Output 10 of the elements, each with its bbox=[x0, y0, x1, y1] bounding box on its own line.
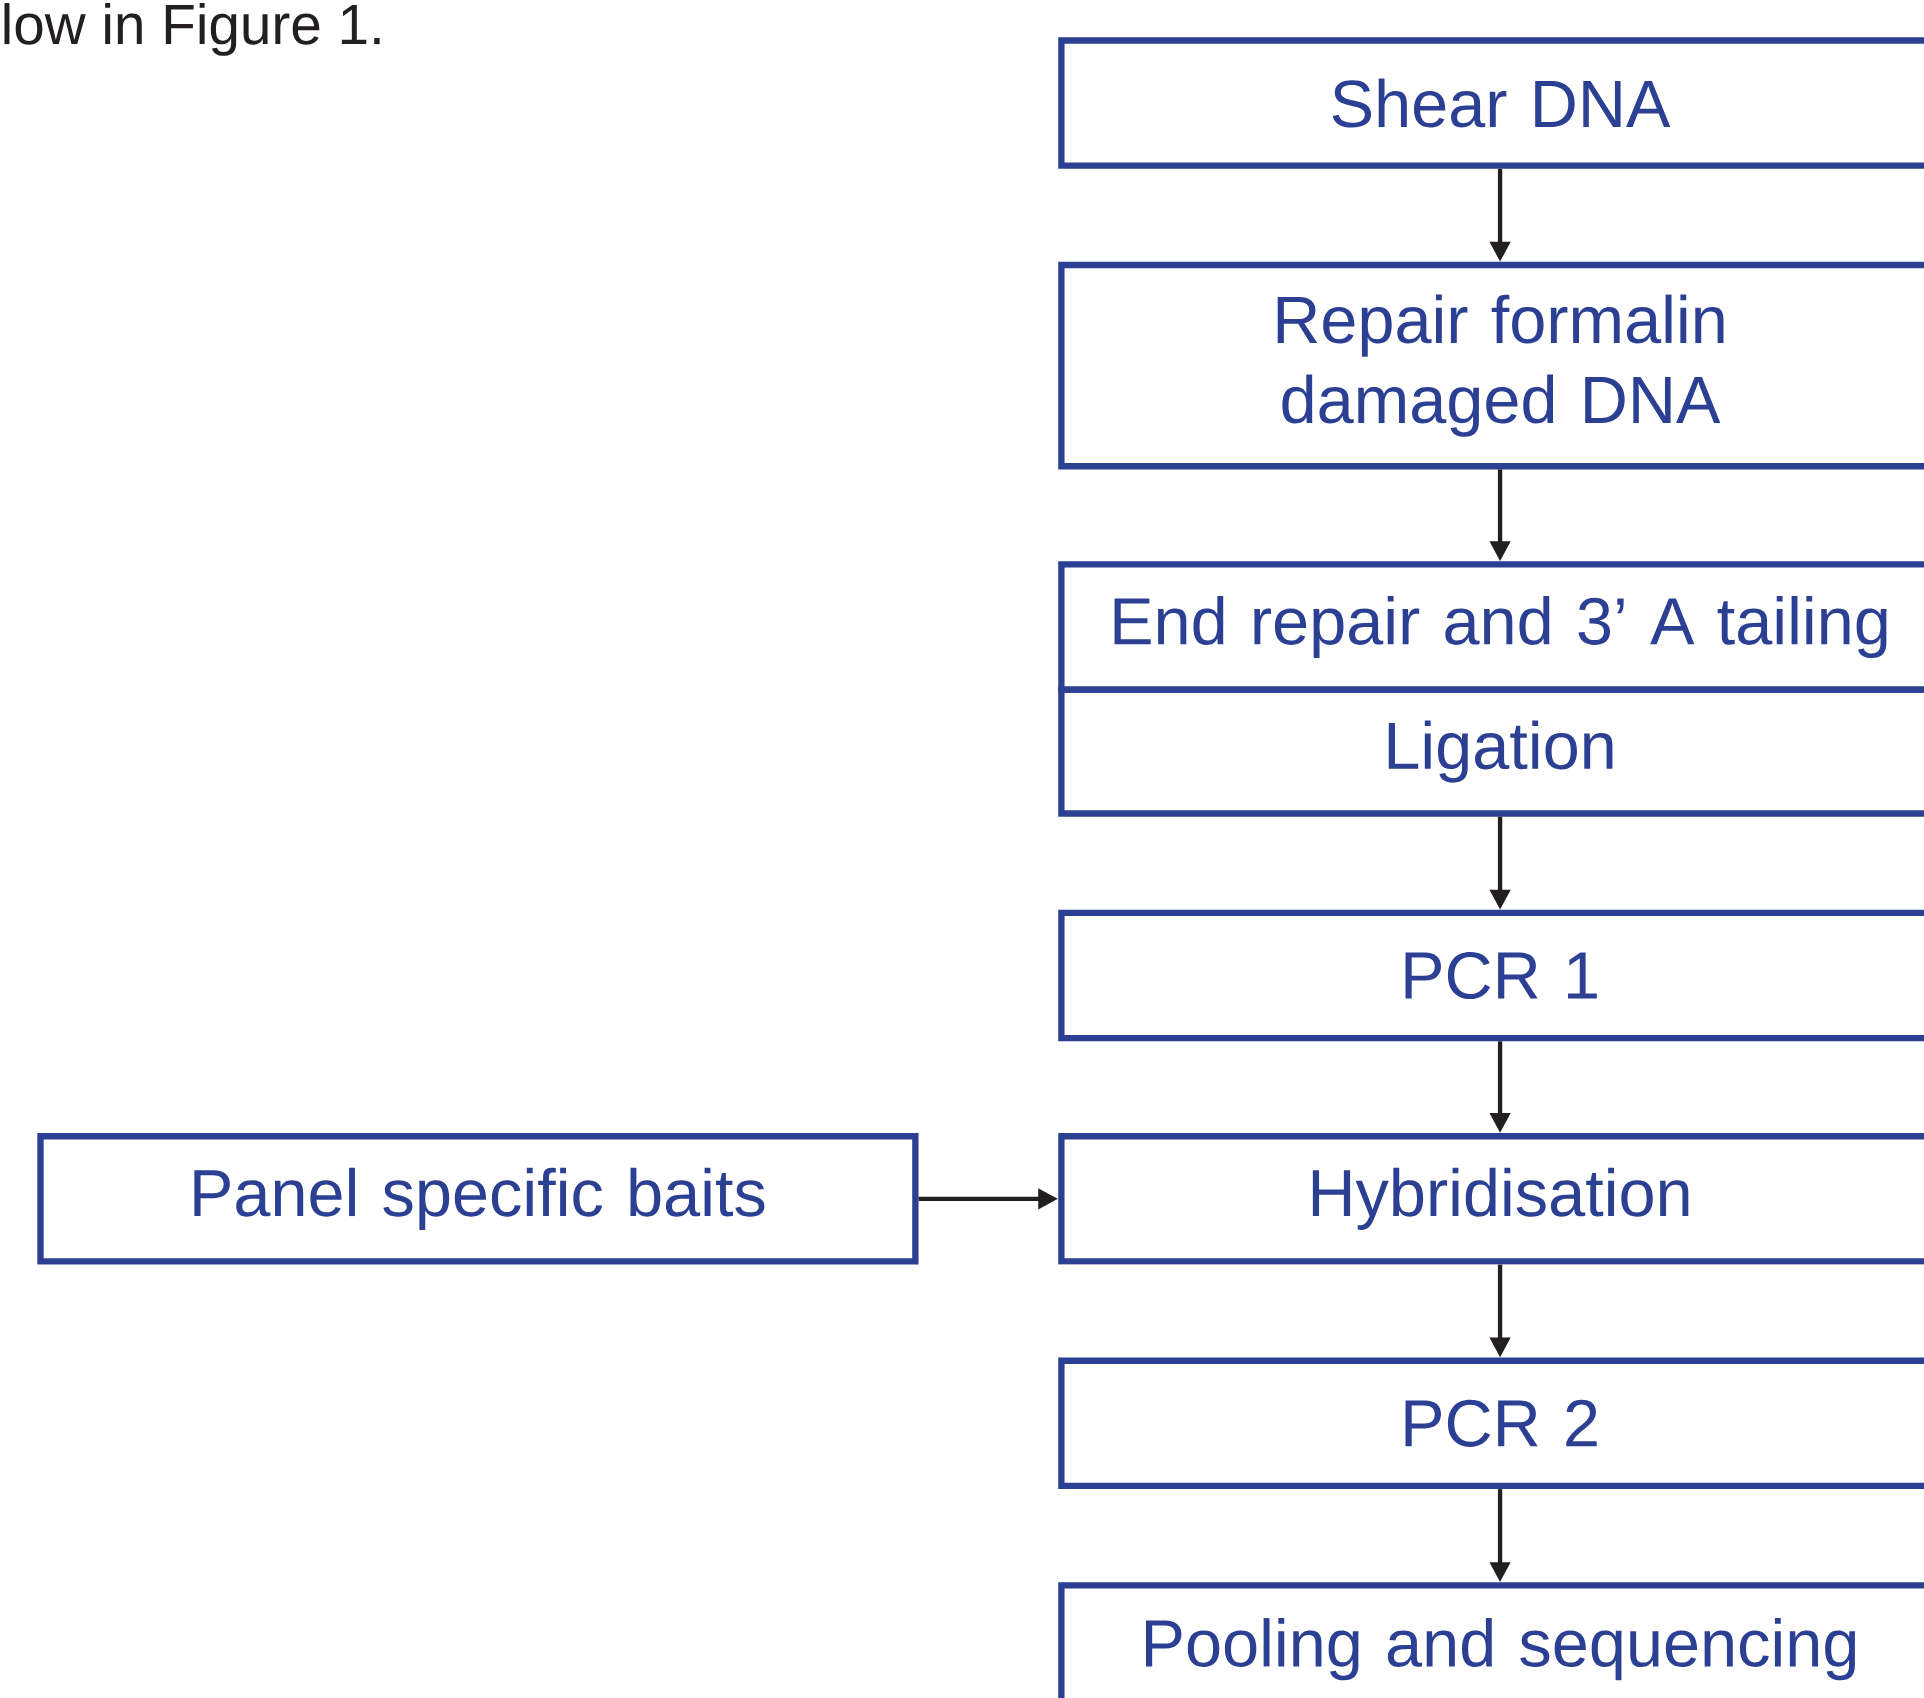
process-box: Ligation bbox=[1058, 686, 1924, 817]
process-box: Shear DNA bbox=[1058, 37, 1924, 169]
process-box: Hybridisation bbox=[1058, 1132, 1924, 1265]
body-text: low in Figure 1. bbox=[4, 2, 380, 56]
process-box: Repair formalin damaged DNA bbox=[1058, 261, 1924, 470]
process-box: Panel specific baits bbox=[37, 1132, 919, 1265]
process-box: PCR 2 bbox=[1058, 1357, 1924, 1490]
process-box: Pooling and sequencing bbox=[1058, 1582, 1924, 1698]
process-box: PCR 1 bbox=[1058, 909, 1924, 1042]
process-box: End repair and 3’ A tailing bbox=[1058, 561, 1924, 693]
